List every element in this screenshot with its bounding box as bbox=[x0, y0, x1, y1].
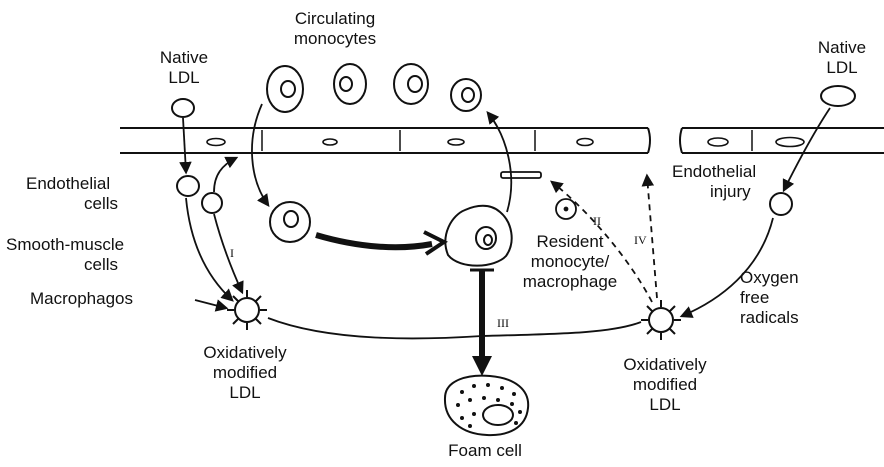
pathway-iv-label: IV bbox=[634, 233, 647, 248]
bold-arrow-differentiation bbox=[316, 232, 444, 254]
endothelial-cells-label: Endothelial cells bbox=[26, 174, 118, 214]
ox-ldl-right-label: Oxidatively modified LDL bbox=[600, 355, 730, 415]
foam-cell bbox=[445, 376, 528, 435]
migrated-monocyte bbox=[270, 202, 310, 242]
endothelium-right bbox=[680, 128, 884, 153]
arrow-macrophage-to-oxldl bbox=[195, 300, 226, 308]
connector-oxldl bbox=[268, 318, 641, 338]
pathway-i-label: I bbox=[230, 246, 234, 261]
pathway-iii-label: III bbox=[497, 316, 509, 331]
native-ldl-left-label: Native LDL bbox=[152, 48, 216, 88]
native-ldl-right-label: Native LDL bbox=[810, 38, 874, 78]
arrow-monocyte-migration bbox=[252, 104, 268, 205]
arrow-ldl-return bbox=[214, 158, 236, 192]
circulating-monocytes-label: Circulating monocytes bbox=[275, 9, 395, 49]
arrow-native-ldl-right bbox=[784, 108, 830, 190]
endothelium-left bbox=[120, 128, 650, 153]
smooth-muscle-cells-label: Smooth-muscle cells bbox=[6, 235, 124, 275]
native-ldl-particles bbox=[172, 86, 855, 117]
endothelial-injury-label: Endothelial injury bbox=[672, 162, 756, 202]
bold-arrow-foam-formation bbox=[470, 270, 494, 376]
pathway-ii-cell bbox=[501, 172, 576, 219]
resident-macrophage bbox=[445, 206, 511, 266]
foam-cell-label: Foam cell bbox=[430, 441, 540, 461]
arrow-native-ldl-entry bbox=[183, 118, 186, 172]
arrow-pathway-iv bbox=[647, 176, 657, 298]
ox-ldl-starburst-right bbox=[641, 300, 681, 340]
pathway-ii-label: II bbox=[593, 214, 601, 229]
arrow-smc-to-oxldl bbox=[214, 214, 242, 292]
macrophages-label: Macrophagos bbox=[30, 289, 133, 309]
circulating-monocytes bbox=[267, 64, 481, 112]
ox-ldl-starburst-left bbox=[227, 290, 267, 330]
ox-ldl-left-label: Oxidatively modified LDL bbox=[180, 343, 310, 403]
resident-monocyte-label: Resident monocyte/ macrophage bbox=[505, 232, 635, 292]
oxygen-free-radicals-label: Oxygen free radicals bbox=[740, 268, 799, 328]
